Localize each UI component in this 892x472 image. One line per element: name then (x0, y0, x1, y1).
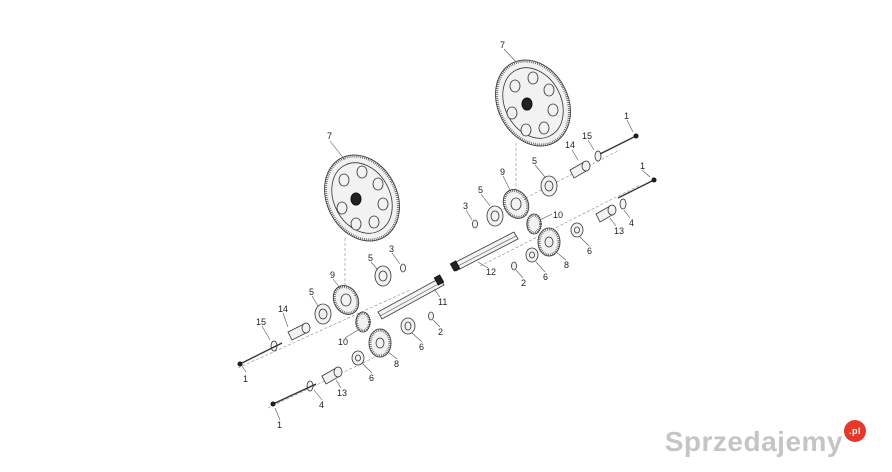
washer-4-right (619, 198, 627, 210)
callout-6-left-b: 6 (369, 373, 374, 383)
stub-shaft-14-right (569, 160, 591, 179)
bolt-1-left-b (270, 383, 317, 407)
washer-15-right (594, 150, 602, 162)
callout-5-left-a: 5 (309, 287, 314, 297)
gear-8-left (368, 328, 392, 358)
callout-3-right: 3 (463, 201, 468, 211)
callout-6-right-a: 6 (587, 246, 592, 256)
callout-2-right: 2 (521, 278, 526, 288)
callout-6-left-a: 6 (419, 342, 424, 352)
callout-13-left: 13 (337, 388, 347, 398)
gear-8-right (537, 227, 561, 257)
bolt-1-right-a (599, 133, 639, 155)
callout-14-right: 14 (565, 140, 575, 150)
callout-labels: 7 5 3 9 5 14 15 1 10 8 6 6 2 11 13 4 1 7… (243, 40, 645, 430)
bearing-6-right-a (570, 222, 584, 238)
callout-7-right: 7 (500, 40, 505, 50)
bearing-5-right-b (540, 175, 558, 197)
bearing-5-left-b (374, 265, 392, 287)
bearing-6-left-b (351, 350, 365, 366)
large-gear-left (324, 154, 400, 242)
gear-9-right (502, 189, 530, 219)
bearing-6-right-b (525, 247, 539, 263)
shaft-12 (449, 231, 519, 272)
snap-ring-2-right (511, 261, 517, 271)
stub-shaft-13-left (321, 366, 343, 385)
callout-15-left: 15 (256, 317, 266, 327)
pinion-10-left (355, 311, 371, 333)
bolt-1-right-b (617, 177, 657, 199)
shaft-11 (377, 274, 445, 320)
callout-15-right: 15 (582, 131, 592, 141)
pinion-10-right (526, 213, 542, 235)
callout-3-left: 3 (389, 244, 394, 254)
callout-11: 11 (438, 297, 447, 307)
callout-8-right: 8 (564, 260, 569, 270)
watermark-logo: Sprzedajemy.pl (664, 420, 866, 458)
callout-9-right: 9 (500, 167, 505, 177)
watermark-badge: .pl (844, 420, 866, 442)
bearing-6-left-a (400, 317, 416, 335)
leader-lines (241, 48, 651, 421)
callout-2-left: 2 (438, 327, 443, 337)
stub-shaft-13-right (595, 204, 617, 223)
callout-9-left: 9 (330, 270, 335, 280)
callout-1-left-b: 1 (277, 420, 282, 430)
callout-4-right: 4 (629, 218, 634, 228)
stub-shaft-14-left (287, 322, 311, 341)
callout-5-left-b: 5 (368, 253, 373, 263)
snap-ring-3-left (400, 263, 406, 273)
snap-ring-2-left (428, 311, 434, 321)
callout-13-right: 13 (614, 226, 624, 236)
callout-8-left: 8 (394, 359, 399, 369)
callout-4-left: 4 (319, 400, 324, 410)
bearing-5-left-a (314, 303, 332, 325)
callout-1-right-a: 1 (624, 111, 629, 121)
callout-10-left: 10 (338, 337, 348, 347)
callout-7-left: 7 (327, 131, 332, 141)
large-gear-right (495, 59, 571, 147)
callout-10-right: 10 (553, 210, 563, 220)
callout-5-right-a: 5 (478, 185, 483, 195)
callout-12: 12 (486, 267, 496, 277)
callout-1-left-a: 1 (243, 374, 248, 384)
gear-9-left (332, 285, 360, 315)
bolt-1-left-a (237, 342, 283, 367)
bearing-5-right-a (486, 205, 504, 227)
callout-14-left: 14 (278, 304, 288, 314)
snap-ring-3-right (472, 219, 478, 229)
callout-5-right-b: 5 (532, 156, 537, 166)
callout-1-right-b: 1 (640, 161, 645, 171)
watermark-text: Sprzedajemy (664, 426, 843, 457)
callout-6-right-b: 6 (543, 272, 548, 282)
